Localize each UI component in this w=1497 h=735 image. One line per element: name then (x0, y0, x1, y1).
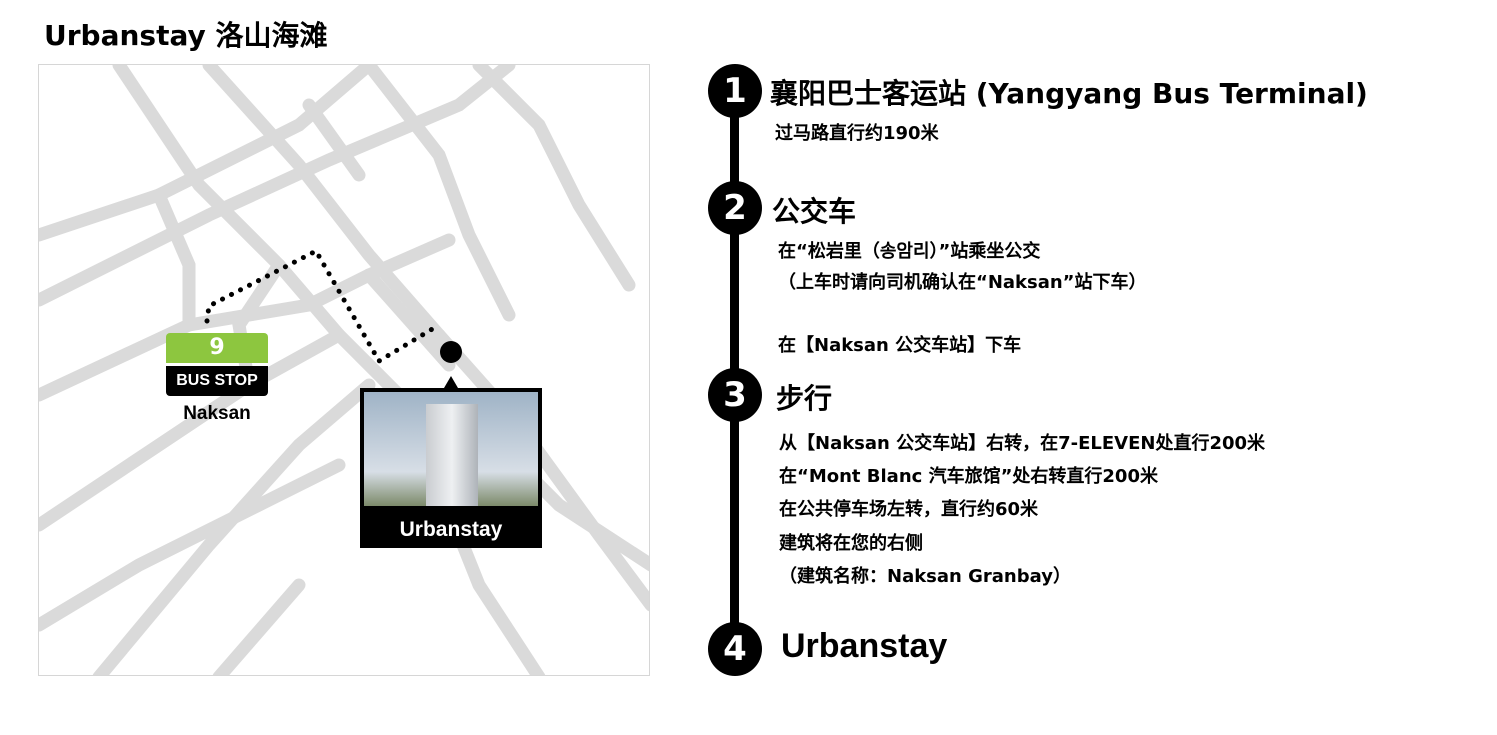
hotel-marker: Urbanstay (360, 388, 542, 548)
hotel-photo (364, 392, 538, 506)
step-3-line: 建筑将在您的右侧 (779, 533, 923, 554)
step-3-line: （建筑名称：Naksan Granbay） (779, 566, 1071, 587)
bus-stop-marker: 9 BUS STOP Naksan (166, 333, 268, 425)
step-2-line: （上车时请向司机确认在“Naksan”站下车） (778, 272, 1147, 293)
bus-number: 9 (166, 333, 268, 363)
step-2-badge: 2 (708, 181, 762, 235)
step-1-line: 过马路直行约190米 (775, 123, 939, 144)
step-3-line: 在“Mont Blanc 汽车旅馆”处右转直行200米 (779, 466, 1158, 487)
step-3-heading: 步行 (776, 382, 833, 415)
page-title: Urbanstay 洛山海滩 (44, 19, 328, 52)
step-3-line: 在公共停车场左转，直行约60米 (779, 499, 1039, 520)
bus-stop-name: Naksan (183, 403, 251, 424)
step-2-heading: 公交车 (772, 195, 857, 228)
step-3-badge: 3 (708, 368, 762, 422)
walking-route (204, 247, 442, 365)
step-1-heading: 襄阳巴士客运站 (Yangyang Bus Terminal) (770, 77, 1368, 110)
step-4-badge: 4 (708, 622, 762, 676)
destination-dot (440, 341, 462, 363)
hotel-label: Urbanstay (399, 518, 503, 541)
road-map (39, 65, 649, 675)
step-2-line: 在“松岩里（송암리）”站乘坐公交 (778, 241, 1041, 262)
step-1-badge: 1 (708, 64, 762, 118)
step-2-line: 在【Naksan 公交车站】下车 (778, 335, 1022, 356)
bus-stop-label: BUS STOP (166, 366, 268, 396)
map: 9 BUS STOP Naksan Urbanstay (38, 64, 650, 676)
pointer-icon (444, 376, 458, 388)
step-4-heading: Urbanstay (781, 627, 948, 665)
step-3-line: 从【Naksan 公交车站】右转，在7-ELEVEN处直行200米 (779, 433, 1266, 454)
